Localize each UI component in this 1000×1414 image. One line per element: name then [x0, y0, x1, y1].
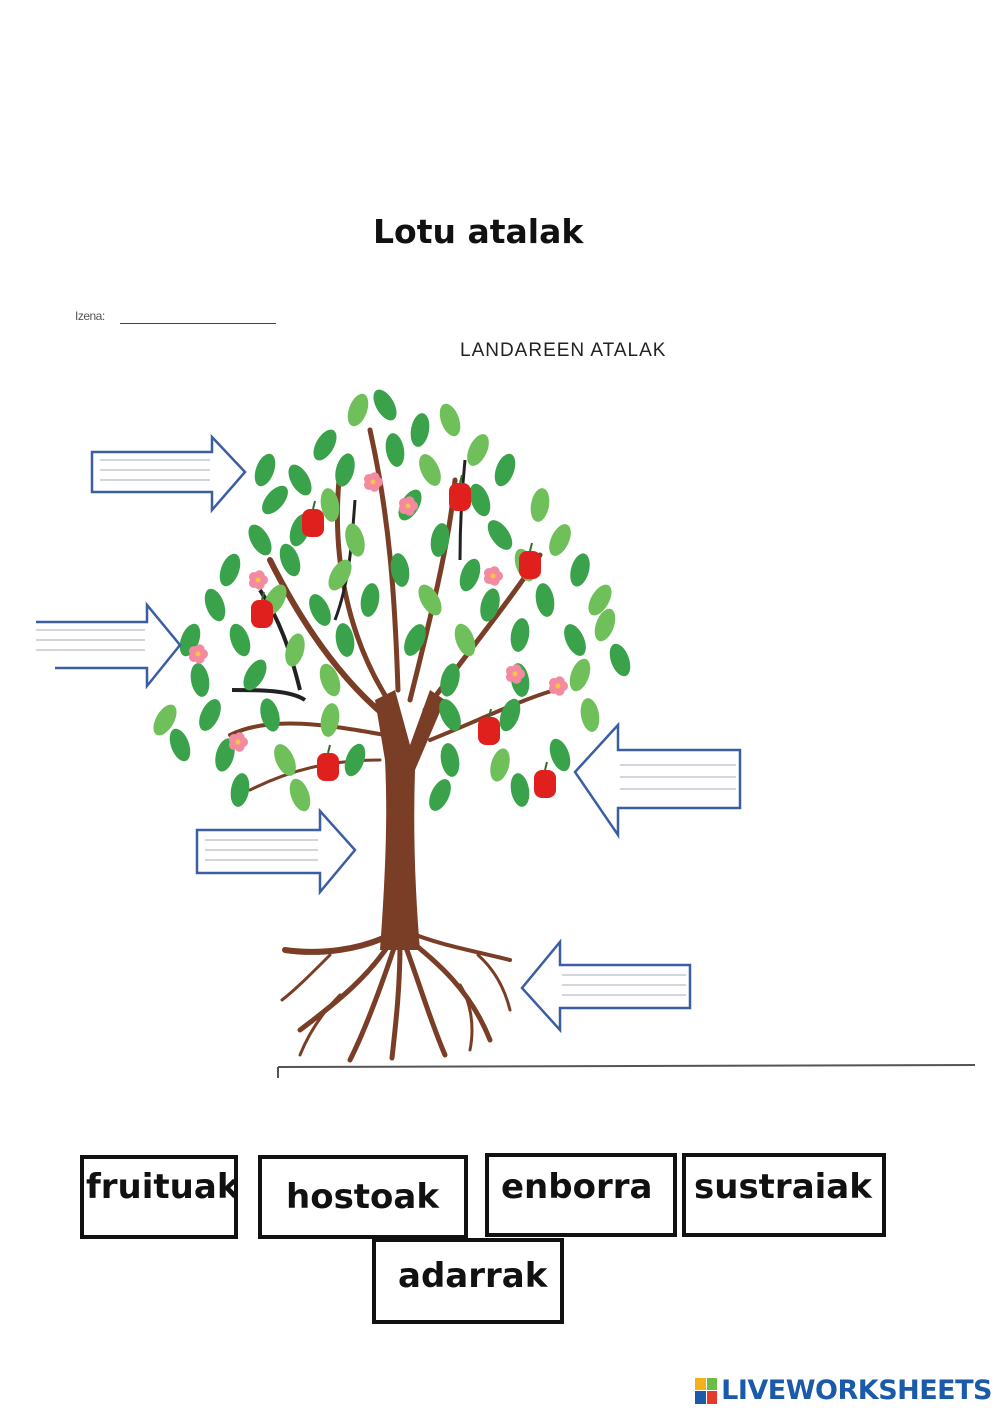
word-card-sustraiak[interactable]: sustraiak: [682, 1153, 886, 1237]
liveworksheets-logo: LIVEWORKSHEETS: [695, 1375, 992, 1406]
arrow-leaves: [90, 433, 247, 514]
arrow-trunk: [195, 807, 357, 896]
tree-fruits: [251, 474, 556, 798]
worksheet-subtitle: LANDAREEN ATALAK: [460, 340, 667, 361]
brand-text: LIVEWORKSHEETS: [721, 1375, 992, 1406]
name-label: Izena:: [75, 309, 105, 323]
ground-line: [277, 1064, 976, 1068]
arrow-branches: [36, 601, 182, 690]
word-card-fruituak[interactable]: fruituak: [80, 1155, 238, 1239]
worksheet-title: Lotu atalak: [373, 212, 584, 251]
name-line: [120, 323, 276, 324]
tree-trunk: [375, 690, 445, 950]
word-card-adarrak[interactable]: adarrak: [372, 1238, 564, 1324]
tree-leaves: [153, 389, 631, 812]
tree-roots: [280, 930, 512, 1063]
logo-badge-icon: [695, 1377, 718, 1404]
tree-flowers: [188, 472, 568, 752]
word-card-hostoak[interactable]: hostoak: [258, 1155, 468, 1239]
word-card-enborra[interactable]: enborra: [485, 1153, 677, 1237]
arrow-roots: [520, 938, 692, 1034]
arrow-fruits: [573, 721, 742, 840]
